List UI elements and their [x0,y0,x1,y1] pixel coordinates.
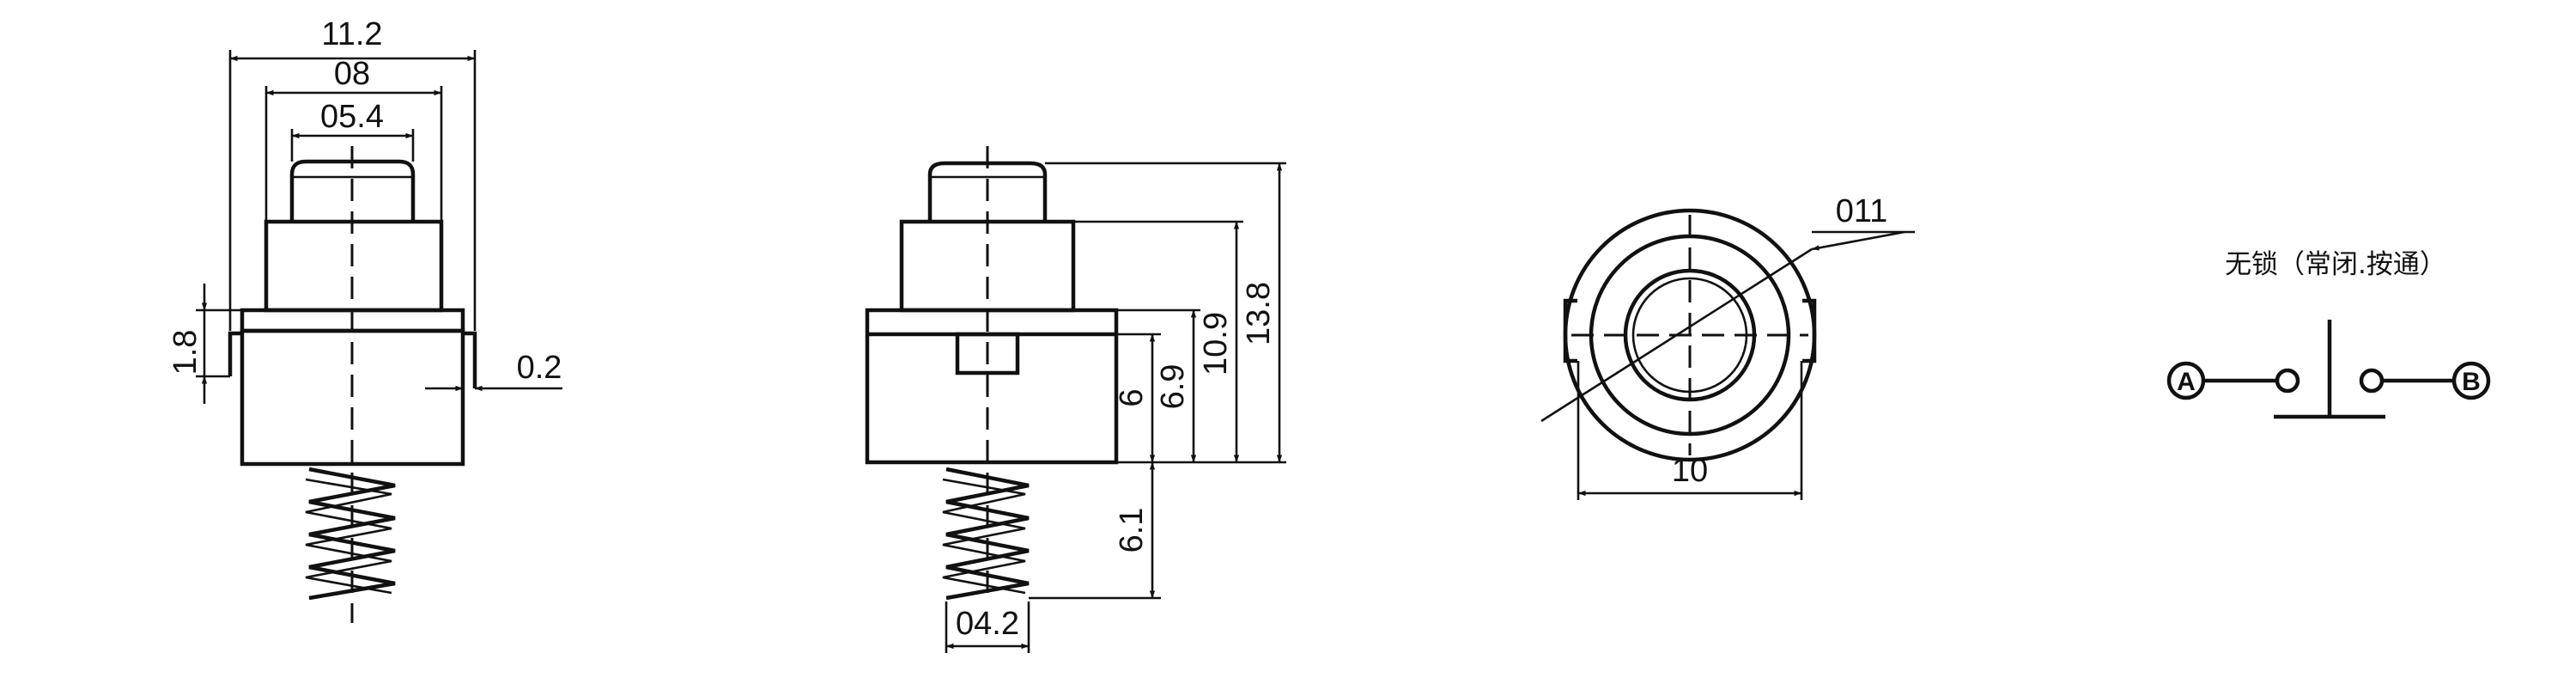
dim-top-width: 10 [1672,453,1708,489]
dim-total-width: 11.2 [321,16,382,52]
dim-h-6-9: 6.9 [1155,364,1191,410]
dim-spring-diameter: 04.2 [956,606,1019,642]
node-a-label: A [2177,368,2196,396]
front-upper-body [264,219,444,313]
dim-h-10-9: 10.9 [1198,312,1234,375]
front-left-clip [228,331,242,376]
front-view: 11.2 08 05.4 1.8 0.2 [167,16,562,623]
dim-h-6: 6 [1114,388,1150,406]
dim-outer-diameter: 011 [1836,193,1888,229]
dim-cap-width: 05.4 [320,99,384,135]
dim-offset: 0.2 [517,350,562,386]
front-spring [308,467,396,601]
side-view: 6 6.9 10.9 13.8 6.1 04.2 [865,146,1286,653]
side-base [865,308,1119,465]
switch-schematic: 无锁（常闭.按通） A B [2166,249,2491,419]
front-right-clip [463,331,477,388]
dim-body-width: 08 [334,56,370,92]
dim-h-13-8: 13.8 [1241,282,1277,345]
node-b-label: B [2462,368,2481,396]
contact-a [2275,368,2300,394]
contact-b [2359,368,2385,394]
top-right-tab [1802,298,1817,363]
side-slot [955,332,1020,375]
top-left-tab [1563,298,1577,363]
node-b-symbol [2451,361,2491,400]
dim-spring-length: 6.1 [1114,508,1150,553]
schematic-caption: 无锁（常闭.按通） [2225,249,2446,280]
top-view: 011 10 [1540,193,1915,500]
dim-flange-height: 1.8 [167,330,204,375]
